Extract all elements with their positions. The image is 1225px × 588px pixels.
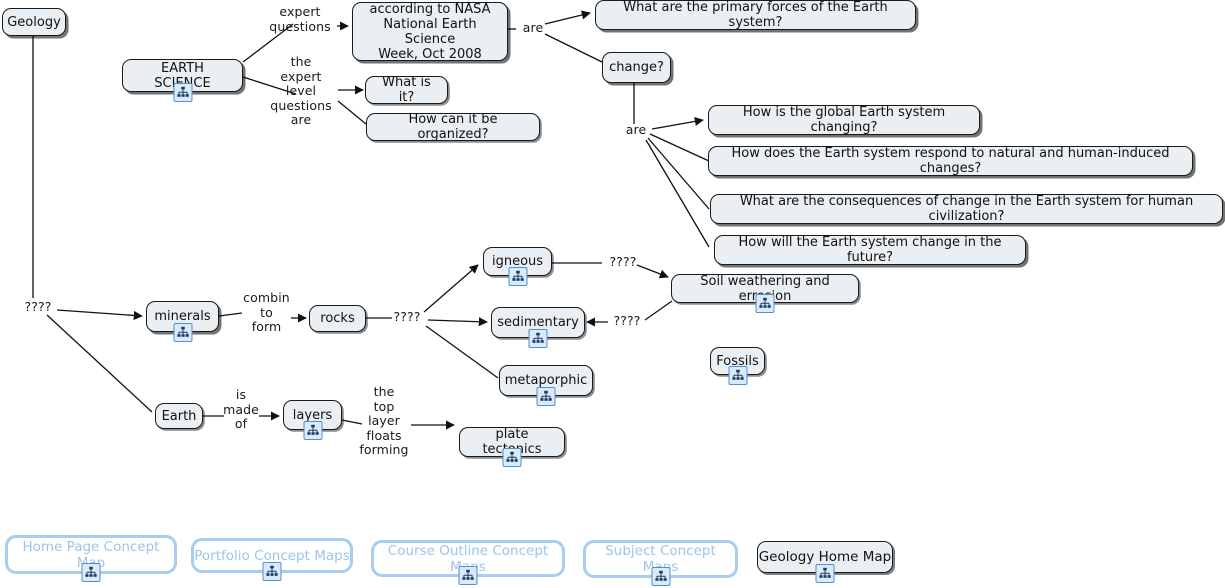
node-label: Earth	[161, 408, 197, 424]
nav-course-outline-concept-maps[interactable]: Course Outline Concept Maps	[371, 540, 565, 585]
node-label: according to NASA National Earth Science…	[369, 1, 491, 62]
node-label: How can it be organized?	[408, 112, 498, 142]
node-minerals[interactable]: minerals	[146, 301, 219, 342]
nav-label: Geology Home Map	[758, 549, 892, 565]
edge-label-geology-unknown: ????	[24, 299, 52, 314]
node-respond[interactable]: How does the Earth system respond to nat…	[708, 146, 1193, 176]
edge-label-are-change: are	[625, 122, 647, 137]
node-what-is-it[interactable]: What is it?	[365, 75, 448, 105]
child-map-icon[interactable]	[728, 366, 747, 385]
node-label: layers	[292, 407, 333, 423]
node-fossils[interactable]: Fossils	[710, 347, 765, 385]
child-map-icon[interactable]	[755, 294, 775, 313]
node-label: EARTH SCIENCE	[154, 60, 210, 91]
node-earth[interactable]: Earth	[155, 403, 203, 429]
node-metaporphic[interactable]: metaporphic	[499, 365, 593, 406]
child-map-icon[interactable]	[173, 323, 192, 342]
edge-label-is-made-of: is made of	[223, 387, 259, 431]
nav-portfolio-concept-maps[interactable]: Portfolio Concept Maps	[191, 538, 353, 581]
child-map-icon[interactable]	[458, 566, 478, 585]
node-how-organized[interactable]: How can it be organized?	[366, 112, 540, 142]
child-map-icon[interactable]	[815, 564, 835, 583]
edge-label-expert-questions: expert questions	[269, 4, 331, 34]
child-map-icon[interactable]	[651, 567, 670, 586]
nav-home-page-concept-map[interactable]: Home Page Concept Map	[5, 535, 177, 582]
node-label: What are the primary forces of the Earth…	[623, 0, 888, 30]
node-label: What is it?	[382, 75, 431, 105]
node-future[interactable]: How will the Earth system change in the …	[714, 235, 1026, 265]
node-nasa-source[interactable]: according to NASA National Earth Science…	[352, 1, 508, 62]
child-map-icon[interactable]	[508, 267, 527, 286]
node-global-changing[interactable]: How is the global Earth system changing?	[708, 105, 980, 135]
child-map-icon[interactable]	[262, 562, 282, 581]
edge-label-sedimentary-unknown: ????	[613, 313, 641, 328]
node-sedimentary[interactable]: sedimentary	[491, 307, 585, 348]
child-map-icon[interactable]	[303, 421, 322, 440]
node-earth-science[interactable]: EARTH SCIENCE	[122, 59, 243, 102]
node-label: How is the global Earth system changing?	[742, 105, 946, 135]
node-label: What are the consequences of change in t…	[739, 194, 1194, 224]
nav-label: Portfolio Concept Maps	[194, 547, 350, 564]
child-map-icon[interactable]	[173, 83, 192, 102]
node-geology[interactable]: Geology	[2, 8, 66, 36]
node-consequences[interactable]: What are the consequences of change in t…	[710, 194, 1223, 224]
nav-geology-home-map[interactable]: Geology Home Map	[757, 541, 893, 583]
node-label: igneous	[491, 254, 544, 269]
node-label: metaporphic	[504, 373, 588, 388]
node-label: Geology	[7, 14, 61, 30]
node-layers[interactable]: layers	[283, 400, 342, 440]
child-map-icon[interactable]	[536, 387, 556, 406]
nav-subject-concept-maps[interactable]: Subject Concept Maps	[583, 540, 738, 586]
node-rocks[interactable]: rocks	[309, 305, 366, 332]
edge-label-expert-level-questions-are: the expert level questions are	[270, 54, 332, 127]
node-label: Fossils	[716, 353, 759, 369]
edge-label-top-layer-floats-forming: the top layer floats forming	[359, 384, 409, 457]
node-label: sedimentary	[497, 315, 579, 330]
node-label: minerals	[154, 309, 211, 324]
node-plate-tectonics[interactable]: plate tectonics	[459, 427, 565, 467]
node-igneous[interactable]: igneous	[483, 247, 552, 286]
edge-label-combine-to-form: combin to form	[243, 290, 290, 334]
child-map-icon[interactable]	[528, 329, 548, 348]
node-soil-weathering[interactable]: Soil weathering and errosion	[671, 274, 859, 313]
node-primary-forces[interactable]: What are the primary forces of the Earth…	[595, 0, 916, 30]
node-label: How will the Earth system change in the …	[738, 235, 1002, 265]
edge-label-are-forces: are	[522, 20, 544, 35]
node-label: change?	[609, 60, 664, 75]
node-label: How does the Earth system respond to nat…	[731, 146, 1170, 176]
edge-label-igneous-unknown: ????	[609, 254, 637, 269]
child-map-icon[interactable]	[502, 448, 522, 467]
child-map-icon[interactable]	[81, 563, 101, 582]
edge-label-rocks-unknown: ????	[393, 309, 421, 324]
node-change[interactable]: change?	[602, 52, 671, 83]
node-label: rocks	[320, 311, 355, 326]
